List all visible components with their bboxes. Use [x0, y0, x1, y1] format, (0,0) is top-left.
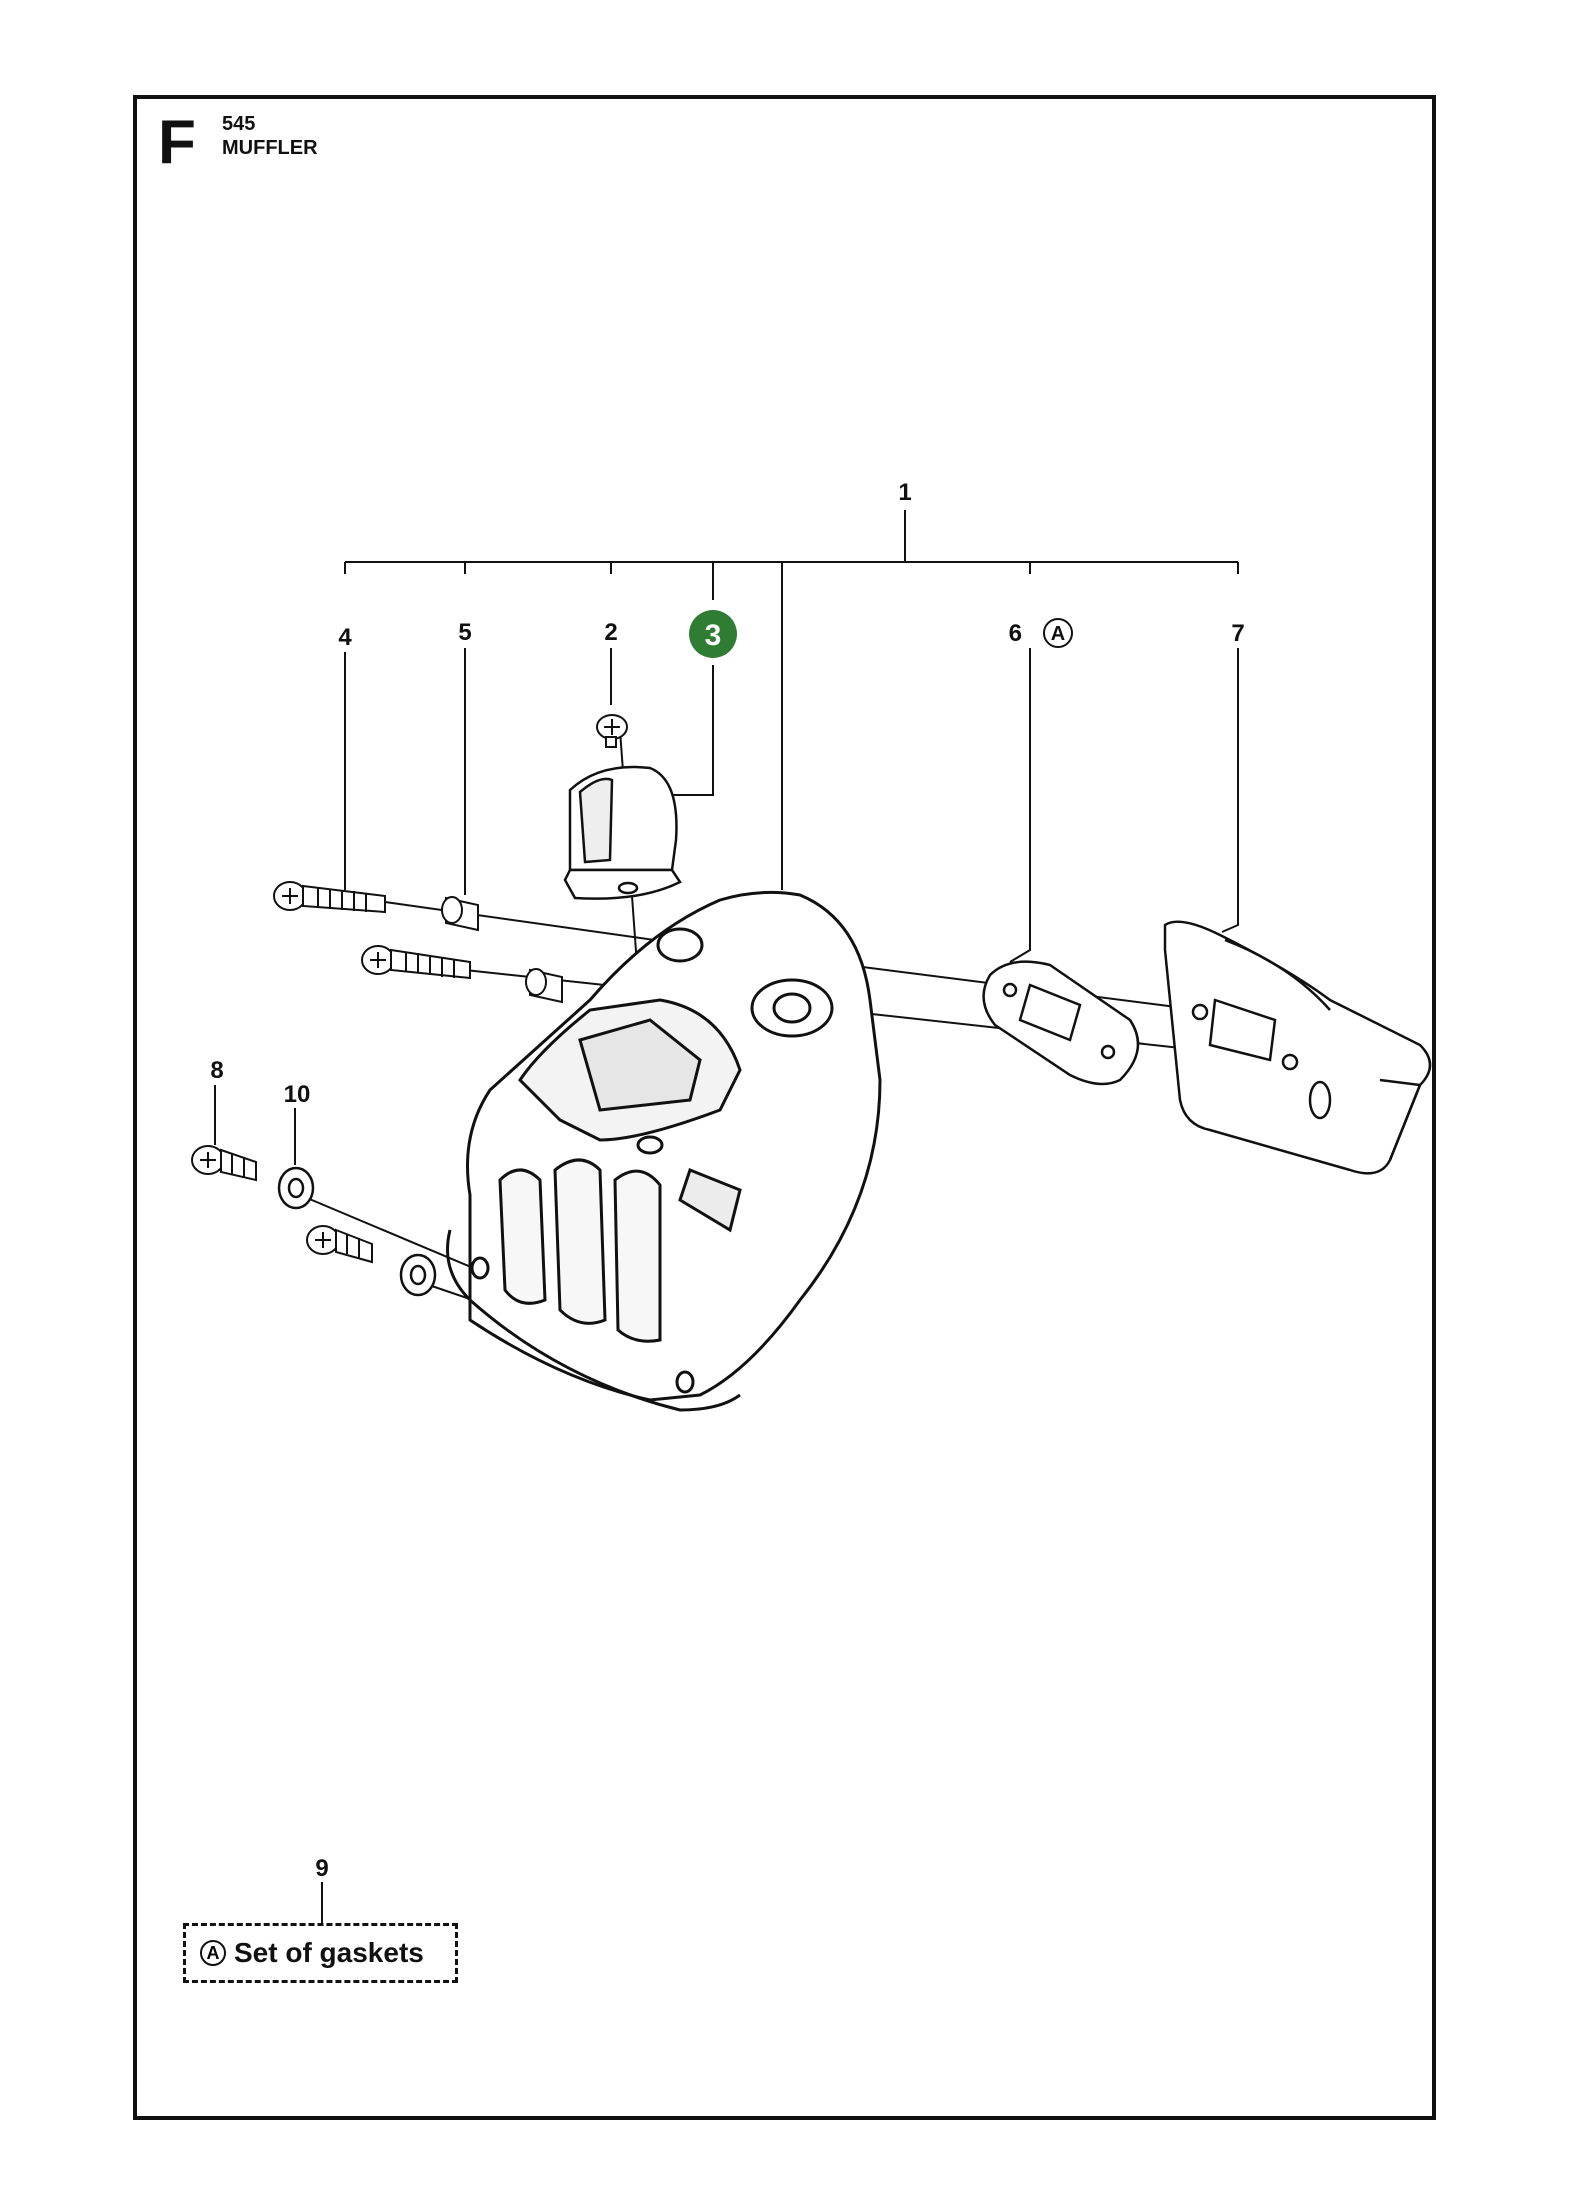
leader-7	[1221, 648, 1239, 933]
gasket-part-6	[982, 960, 1140, 1086]
legend-text: Set of gaskets	[234, 1937, 424, 1968]
heat-shield-part-7	[1163, 920, 1432, 1175]
callout-5: 5	[458, 619, 471, 646]
callout-1: 1	[898, 479, 911, 506]
callout-6-marker: A	[1051, 623, 1065, 645]
legend-set-of-gaskets: A Set of gaskets	[183, 1923, 458, 1983]
page-frame	[133, 95, 1436, 2120]
callout-3: 3	[705, 619, 722, 652]
callout-4: 4	[338, 624, 352, 651]
deflector-part-3	[563, 765, 682, 900]
muffler-body-part-1	[446, 890, 882, 1412]
leader-6	[1009, 648, 1031, 963]
model-number: 545	[222, 113, 256, 135]
callout-2: 2	[604, 619, 617, 646]
highlight-badge-3	[689, 610, 737, 658]
washer-part-10	[277, 1166, 437, 1297]
screw-part-2	[596, 714, 628, 748]
callout-8: 8	[210, 1057, 223, 1084]
sleeve-part-5	[441, 896, 563, 1004]
callout-10: 10	[284, 1081, 311, 1108]
leader-3	[672, 665, 714, 796]
section-title: MUFFLER	[222, 137, 318, 159]
bolt-part-8	[191, 1145, 373, 1264]
legend-marker: A	[200, 1940, 226, 1966]
callout-9: 9	[315, 1855, 328, 1882]
callout-6: 6	[1009, 620, 1022, 647]
align-line-top-bolt	[384, 901, 691, 946]
bolt-part-4	[273, 881, 471, 980]
marker-a-circle	[1043, 618, 1073, 648]
callout-7: 7	[1231, 620, 1244, 647]
section-letter: F	[158, 108, 196, 177]
